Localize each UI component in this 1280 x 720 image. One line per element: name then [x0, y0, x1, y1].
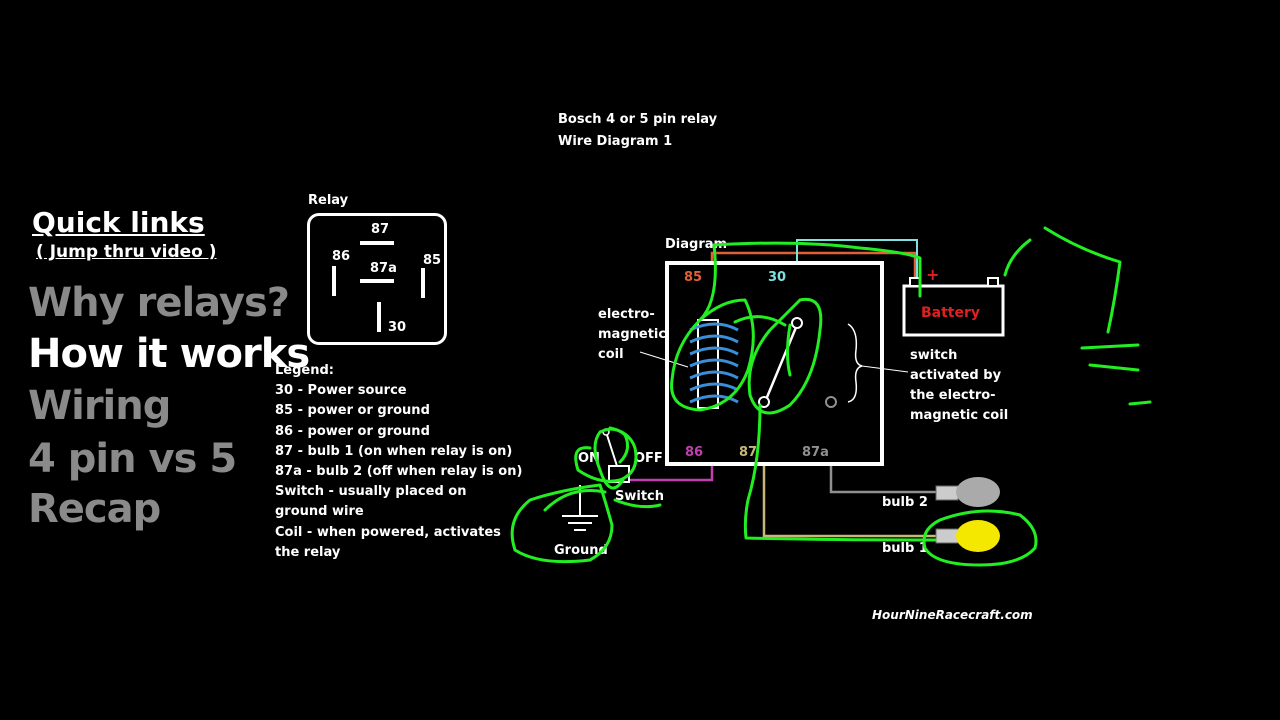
relay-pin-85: 85 — [423, 253, 442, 268]
legend-line: 87a - bulb 2 (off when relay is on) — [275, 464, 523, 480]
diagram-heading: Diagram — [665, 237, 727, 252]
legend-line: 86 - power or ground — [275, 423, 430, 439]
relay-heading: Relay — [308, 193, 349, 208]
quick-link-how-it-works[interactable]: How it works — [28, 331, 310, 377]
coil-pointer — [639, 351, 689, 368]
relay-pin-87-bar — [360, 241, 394, 245]
diagram-pin-86: 86 — [685, 445, 703, 460]
relay-pin-87: 87 — [371, 222, 390, 237]
legend-heading: Legend: — [275, 363, 334, 378]
relay-pinout-box: 87 86 87a 85 30 — [307, 213, 447, 345]
quick-link-why-relays[interactable]: Why relays? — [28, 280, 290, 326]
legend-line: 85 - power or ground — [275, 403, 430, 419]
diagram-pin-30: 30 — [768, 270, 786, 285]
ground-icon — [562, 485, 598, 531]
switch-off-label: OFF — [634, 451, 663, 466]
relay-switch-arm — [763, 324, 799, 403]
coil-icon — [689, 319, 739, 409]
legend-line: ground wire — [275, 504, 364, 520]
green-annotations — [510, 226, 1152, 567]
bulb-2-label: bulb 2 — [882, 495, 928, 510]
diagram-pin-85: 85 — [684, 270, 702, 285]
relay-pin-30-bar — [377, 302, 381, 332]
battery-icon — [902, 277, 1005, 337]
ground-label: Ground — [554, 543, 608, 558]
quick-link-wiring[interactable]: Wiring — [28, 383, 171, 429]
legend-line: the relay — [275, 544, 341, 560]
bulb-1-label: bulb 1 — [882, 541, 928, 556]
relay-pin-87a-bar — [360, 279, 394, 283]
bulb-icon — [935, 477, 1000, 507]
watermark: HourNineRacecraft.com — [872, 608, 1033, 622]
relay-pin-85-bar — [421, 268, 425, 298]
legend-line: Coil - when powered, activates — [275, 524, 501, 540]
legend-line: 30 - Power source — [275, 383, 407, 399]
diagram-pin-87: 87 — [739, 445, 757, 460]
relay-pin-86-bar — [332, 266, 336, 296]
quick-links-heading: Quick links — [32, 206, 205, 239]
quick-link-4pin-vs-5[interactable]: 4 pin vs 5 — [28, 436, 237, 482]
title-line-1: Bosch 4 or 5 pin relay — [558, 112, 718, 127]
quick-link-recap[interactable]: Recap — [28, 486, 161, 532]
switch-label: Switch — [615, 489, 664, 504]
switch-note-pointer — [861, 365, 909, 373]
quick-links-subheading: ( Jump thru video ) — [36, 242, 217, 262]
relay-pin-87a: 87a — [370, 261, 397, 276]
diagram-pin-87a: 87a — [802, 445, 829, 460]
coil-label: electro- magnetic coil — [598, 307, 671, 362]
diagram-title: Bosch 4 or 5 pin relay Wire Diagram 1 — [558, 112, 717, 150]
legend: Legend: 30 - Power source 85 - power or … — [275, 361, 522, 563]
bulb-icon — [935, 520, 1000, 552]
battery-plus: + — [926, 265, 939, 284]
legend-line: 87 - bulb 1 (on when relay is on) — [275, 443, 513, 459]
relay-contact-87a — [825, 396, 837, 408]
title-line-2: Wire Diagram 1 — [558, 134, 673, 149]
relay-pin-86: 86 — [332, 249, 351, 264]
switch-note: switch activated by the electro- magneti… — [910, 348, 1008, 423]
battery-label: Battery — [921, 305, 980, 321]
legend-line: Switch - usually placed on — [275, 484, 467, 500]
relay-pin-30: 30 — [388, 320, 407, 335]
relay-contact-87 — [758, 396, 770, 408]
relay-switch-pivot — [791, 317, 803, 329]
